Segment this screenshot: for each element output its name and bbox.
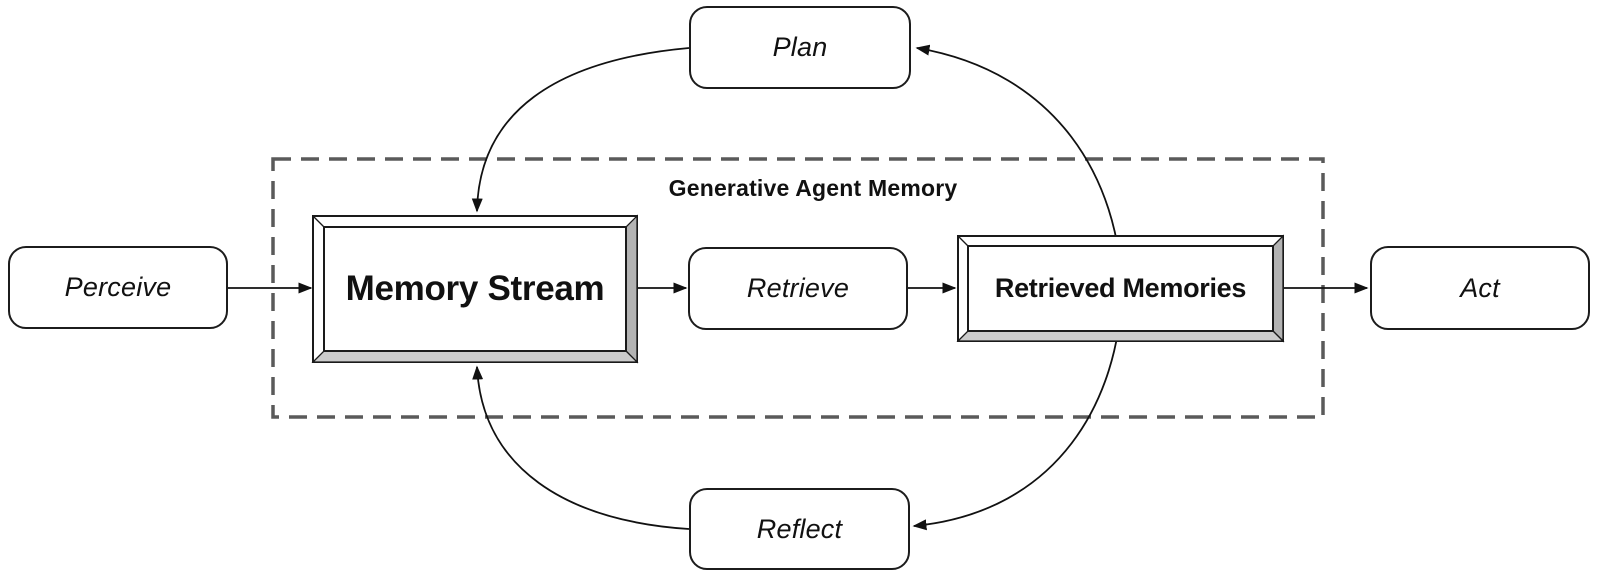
node-retrieved-memories-label: Retrieved Memories — [994, 273, 1247, 303]
node-reflect-label: Reflect — [756, 513, 843, 544]
node-perceive: Perceive — [8, 246, 228, 329]
node-plan: Plan — [689, 6, 911, 89]
memory-boundary-title: Generative Agent Memory — [668, 174, 958, 201]
plan-to-memory-stream-arrow — [471, 47, 690, 213]
memory-stream-frame — [311, 214, 639, 364]
node-memory-stream: Memory Stream — [324, 227, 626, 351]
reflect-to-memory-stream-arrow — [472, 365, 690, 530]
node-retrieved-memories: Retrieved Memories — [968, 246, 1273, 331]
node-memory-stream-label: Memory Stream — [345, 269, 605, 308]
node-reflect: Reflect — [689, 488, 910, 570]
node-plan-label: Plan — [772, 32, 828, 62]
node-act-label: Act — [1460, 272, 1500, 303]
retrieved-memories-frame — [956, 234, 1285, 343]
node-perceive-label: Perceive — [64, 272, 172, 302]
node-retrieve: Retrieve — [688, 247, 908, 330]
node-act: Act — [1370, 246, 1590, 330]
node-retrieve-label: Retrieve — [746, 273, 850, 303]
